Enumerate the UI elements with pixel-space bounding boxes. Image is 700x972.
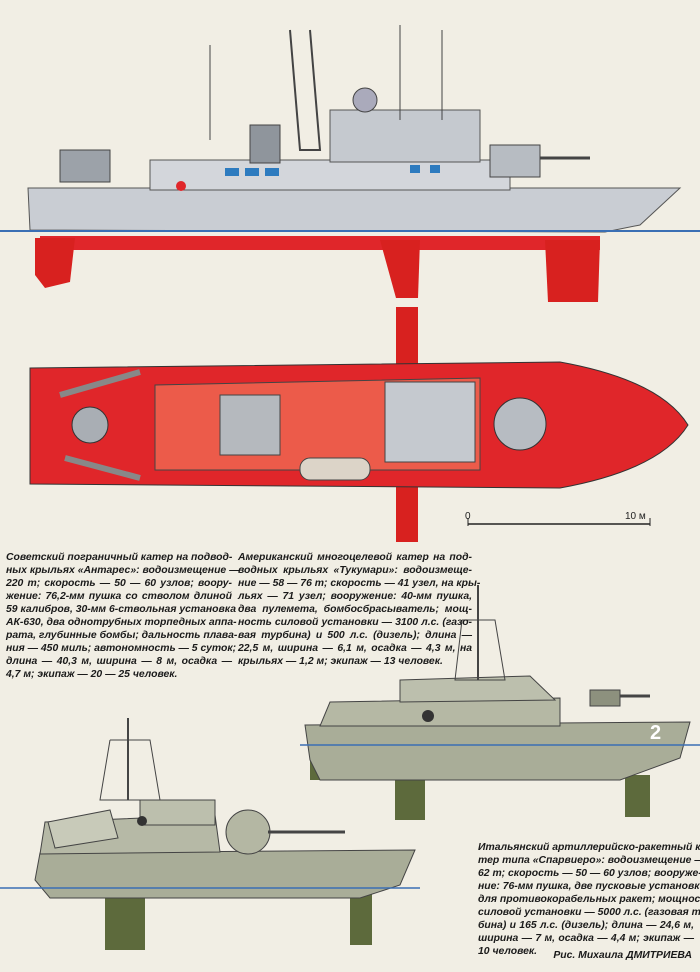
stern-foil (35, 238, 75, 288)
caption-line: ние: 76-мм пушка, две пусковые установки (478, 881, 700, 892)
caption-line: рата, глубинные бомбы; дальность плава- (6, 630, 238, 641)
caption-line: ность силовой установки — 3100 л.с. (газ… (238, 617, 472, 628)
caption-line: Итальянский артиллерийско-ракетный ка- (478, 842, 700, 853)
caption-line: 4,7 м; экипаж — 20 — 25 человек. (6, 669, 178, 680)
caption-line: Советский пограничный катер на подвод- (6, 552, 233, 563)
caption-line: вая турбина) и 500 л.с. (дизель); длина … (238, 630, 472, 641)
bow-foil (545, 240, 600, 302)
caption-line: длина — 40,3 м, ширина — 8 м, осадка — (6, 656, 232, 667)
caption-sparviero: Итальянский артиллерийско-ракетный ка-те… (478, 841, 700, 958)
scale-end-label: 10 м (625, 511, 646, 522)
illustration-credit: Рис. Михаила ДМИТРИЕВА (553, 950, 692, 961)
caption-antares: Советский пограничный катер на подвод-ны… (6, 551, 240, 681)
caption-line: водных крыльях «Тукумари»: водоизмеще- (238, 565, 472, 576)
caption-line: два пулемета, бомбосбрасыватель; мощ- (238, 604, 472, 615)
caption-line: ния — 450 миль; автономность — 5 суток; (6, 643, 237, 654)
caption-line: крыльях — 1,2 м; экипаж — 13 человек. (238, 656, 443, 667)
caption-line: бина) и 165 л.с. (дизель); длина — 24,6 … (478, 920, 694, 931)
caption-line: 22,5 м, ширина — 6,1 м, осадка — 4,3 м, … (238, 643, 472, 654)
hull-number: 2 (650, 722, 662, 744)
caption-line: льях — 71 узел; вооружение: 40-мм пушка, (238, 591, 472, 602)
sparviero-side-view (0, 718, 420, 950)
caption-line: 220 т; скорость — 50 — 60 узлов; воору- (6, 578, 232, 589)
mid-foil (380, 240, 420, 298)
scale-start-label: 0 (465, 511, 471, 522)
caption-line: для противокорабельных ракет; мощность (478, 894, 700, 905)
antares-side-view (0, 25, 700, 302)
caption-line: тер типа «Спарвиеро»: водоизмещение — (478, 855, 700, 866)
caption-line: силовой установки — 5000 л.с. (газовая т… (478, 907, 700, 918)
caption-line: ширина — 7 м, осадка — 4,4 м; экипаж — (478, 933, 694, 944)
caption-line: ние — 58 — 76 т; скорость — 41 узел, на … (238, 578, 481, 589)
caption-line: АК-630, два однотрубных торпедных аппа- (6, 617, 237, 628)
scale-bar (467, 518, 651, 526)
caption-line: 59 калибров, 30-мм 6-ствольная установка (6, 604, 236, 615)
caption-tucumcari: Американский многоцелевой катер на под-в… (238, 551, 481, 668)
caption-line: ных крыльях «Антарес»: водоизмещение — (6, 565, 240, 576)
caption-line: 10 человек. (478, 946, 538, 957)
caption-line: 62 т; скорость — 50 — 60 узлов; вооруже- (478, 868, 700, 879)
tucumcari-side-view (300, 585, 700, 820)
caption-line: жение: 76,2-мм пушка со стволом длиной (6, 591, 232, 602)
antares-top-view (29, 307, 689, 542)
caption-line: Американский многоцелевой катер на под- (238, 552, 472, 563)
